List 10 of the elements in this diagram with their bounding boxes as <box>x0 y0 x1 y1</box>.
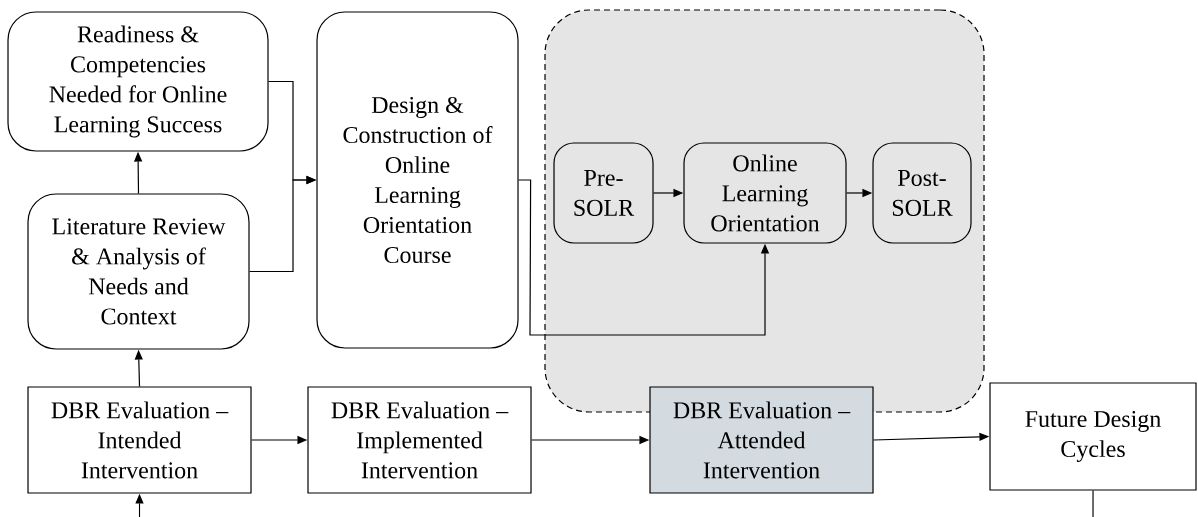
process-box: Readiness & Competencies Needed for Online Learning Success <box>7 11 269 152</box>
process-box: DBR Evaluation – Attended Intervention <box>649 386 874 494</box>
process-box: Design & Construction of Online Learning Orientation Course <box>316 11 519 349</box>
process-box: Post-SOLR <box>872 142 972 244</box>
process-box: Literature Review & Analysis of Needs and Context <box>27 193 250 350</box>
process-box: DBR Evaluation – Intended Intervention <box>27 386 252 494</box>
process-box: DBR Evaluation – Implemented Intervention <box>307 386 532 494</box>
process-box: Pre-SOLR <box>553 142 654 244</box>
process-box: Future Design Cycles <box>989 382 1197 491</box>
process-box: Online Learning Orientation <box>683 142 847 244</box>
